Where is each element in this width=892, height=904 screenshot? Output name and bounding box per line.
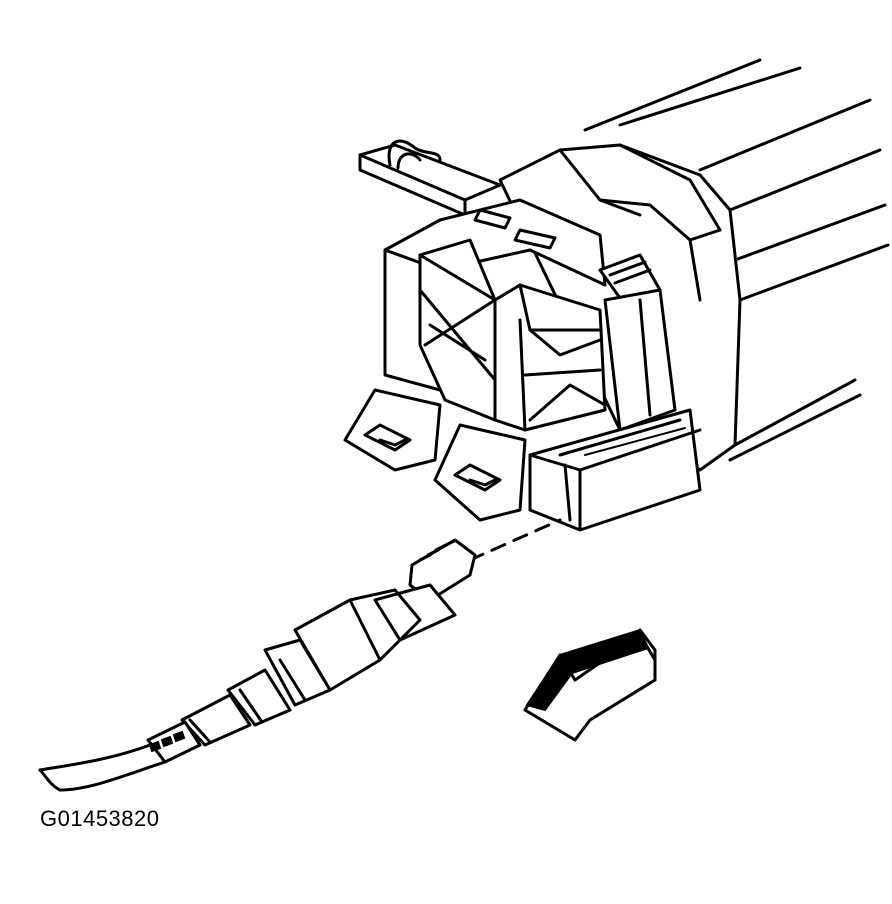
locking-tab-left bbox=[343, 388, 442, 472]
housing-clip bbox=[358, 139, 502, 217]
terminal-channel bbox=[528, 408, 702, 532]
connector-tube bbox=[583, 58, 890, 462]
figure-id-label: G01453820 bbox=[40, 806, 160, 831]
connector-housing bbox=[383, 143, 742, 472]
alignment-dashed-line bbox=[468, 518, 562, 562]
direction-arrow bbox=[523, 628, 657, 742]
terminal-plug bbox=[180, 538, 477, 747]
locking-tab-right bbox=[433, 423, 527, 522]
lead-wire bbox=[38, 720, 202, 792]
